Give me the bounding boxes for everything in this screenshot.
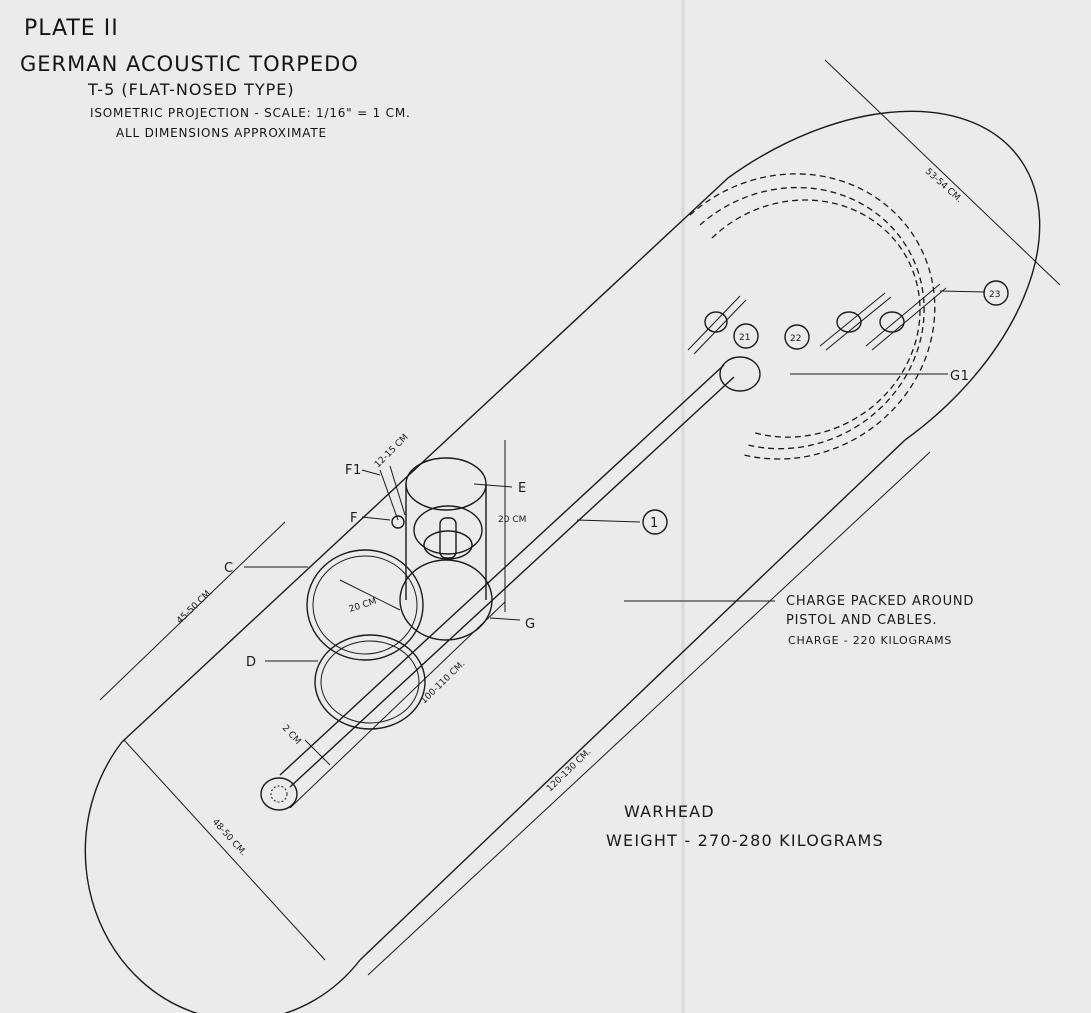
warhead-title: WARHEAD	[624, 802, 715, 821]
label-c: C	[224, 561, 234, 576]
callout-1: 1	[650, 516, 659, 531]
callout-21-circle	[733, 323, 759, 349]
body-bottom-edge	[359, 439, 906, 961]
dim-100-110: 100-110 CM.	[419, 659, 467, 706]
rear-plate-dashed	[689, 173, 936, 460]
callout-1-circle	[642, 509, 668, 535]
callout-22-circle	[784, 324, 810, 350]
warhead-weight: WEIGHT - 270-280 KILOGRAMS	[606, 831, 884, 850]
charge-note-line2: PISTOL AND CABLES.	[786, 613, 937, 628]
charge-note-line1: CHARGE PACKED AROUND	[786, 594, 974, 609]
warhead-body	[84, 110, 1041, 1013]
model-subtitle: T-5 (FLAT-NOSED TYPE)	[88, 80, 295, 99]
dim-20cm-diameter: 20 CM	[348, 597, 378, 615]
scale-note: ISOMETRIC PROJECTION - SCALE: 1/16" = 1 …	[90, 106, 411, 120]
ring-d	[314, 634, 426, 730]
fitting-f	[391, 515, 405, 529]
label-d: D	[246, 655, 257, 670]
plate-header: PLATE II GERMAN ACOUSTIC TORPEDO T-5 (FL…	[0, 0, 480, 150]
nose-end-circle	[84, 741, 361, 1013]
dimensions-note: ALL DIMENSIONS APPROXIMATE	[116, 126, 327, 140]
central-cable	[260, 356, 761, 811]
plate-number: PLATE II	[24, 16, 119, 41]
callout-21: 21	[739, 333, 750, 343]
pistol-assembly	[379, 457, 493, 641]
label-f1: F1	[345, 463, 362, 478]
rear-end-circle	[727, 110, 1041, 441]
rear-cable-coupling	[719, 356, 761, 392]
callout-23-circle	[983, 280, 1009, 306]
label-g1: G1	[950, 369, 969, 384]
label-f: F	[350, 511, 358, 526]
label-g: G	[525, 617, 536, 632]
leader-lines	[244, 290, 986, 662]
fitting-22	[836, 311, 862, 333]
callout-22: 22	[790, 334, 801, 344]
dim-48-50: 48-50 CM.	[210, 817, 248, 858]
body-top-edge	[121, 177, 729, 743]
dim-20cm-vertical: 20 CM	[498, 515, 526, 525]
dim-53-54: 53-54 CM.	[923, 167, 964, 205]
drawing-title: GERMAN ACOUSTIC TORPEDO	[20, 52, 359, 76]
callout-23: 23	[989, 290, 1000, 300]
dim-45-50: 45-50 CM.	[175, 587, 215, 626]
rings	[306, 549, 426, 730]
charge-note-line3: CHARGE - 220 KILOGRAMS	[788, 634, 952, 647]
dim-2cm: 2 CM	[280, 723, 303, 747]
ring-c	[306, 549, 424, 661]
label-e: E	[518, 481, 527, 496]
dimension-lines	[99, 59, 1061, 976]
fitting-21	[704, 311, 728, 333]
cable-fittings	[687, 283, 947, 355]
dim-12cm: 12-15 CM	[373, 433, 411, 471]
nose-cable-coupling	[260, 777, 298, 811]
fitting-23	[879, 311, 905, 333]
